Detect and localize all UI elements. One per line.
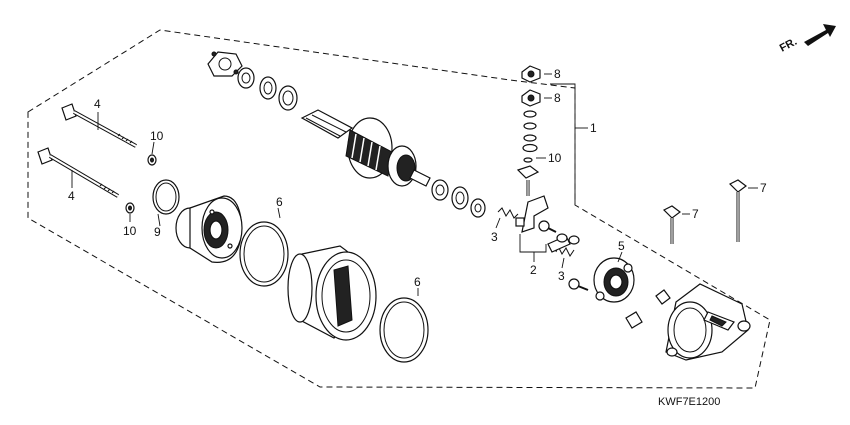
terminal-washer-stack (522, 110, 538, 163)
o-ring-9 (152, 179, 180, 215)
lock-plate (207, 51, 243, 77)
armature (300, 109, 431, 187)
washer-stack-top (237, 67, 298, 111)
o-ring-6-lower (379, 297, 429, 363)
callout-8-lower: 8 (554, 91, 561, 105)
callout-10-stack: 10 (548, 151, 562, 165)
long-bolt-lower (37, 147, 120, 198)
rear-cover (665, 283, 751, 361)
cover-bolt-right (728, 179, 747, 242)
callout-3-right: 3 (558, 269, 565, 283)
holder-assembly-5 (593, 257, 635, 303)
front-cover (175, 195, 243, 263)
flange-nut-lower (521, 89, 541, 107)
assembly-boundary (27, 29, 771, 389)
callout-10-upper: 10 (150, 129, 164, 143)
callout-6-upper: 6 (276, 195, 283, 209)
flange-nut-upper (521, 65, 541, 83)
small-washer-upper (147, 154, 157, 166)
insulator-lower (625, 311, 643, 329)
cover-bolt-left (662, 205, 681, 244)
direction-label: FR. (778, 36, 799, 55)
small-washer-lower (125, 202, 135, 214)
o-ring-6-upper (239, 221, 289, 287)
callout-4-upper: 4 (94, 97, 101, 111)
insulator-upper (655, 289, 671, 305)
callout-7-right: 7 (760, 181, 767, 195)
callout-2: 2 (530, 263, 537, 277)
yoke-housing (287, 245, 377, 341)
long-bolt-upper (61, 103, 137, 148)
brush-holder (515, 195, 549, 233)
washer-stack-armature (431, 179, 486, 218)
callout-5: 5 (618, 239, 625, 253)
callout-1: 1 (590, 121, 597, 135)
callout-8-upper: 8 (554, 67, 561, 81)
callout-3-left: 3 (491, 230, 498, 244)
callout-7-left: 7 (692, 207, 699, 221)
direction-arrow-icon (804, 24, 836, 46)
callout-6-lower: 6 (414, 275, 421, 289)
callout-4-lower: 4 (68, 189, 75, 203)
callout-10-lower: 10 (123, 224, 137, 238)
terminal-bolt (516, 165, 540, 196)
front-direction-indicator: FR. (778, 24, 836, 55)
leader-lines (71, 73, 758, 296)
diagram-code: KWF7E1200 (658, 396, 720, 408)
callout-9: 9 (154, 225, 161, 239)
small-screw-lower (568, 278, 589, 291)
brush-spring-left (497, 207, 519, 219)
small-screw-upper (538, 220, 557, 233)
brush-plate (547, 233, 580, 253)
